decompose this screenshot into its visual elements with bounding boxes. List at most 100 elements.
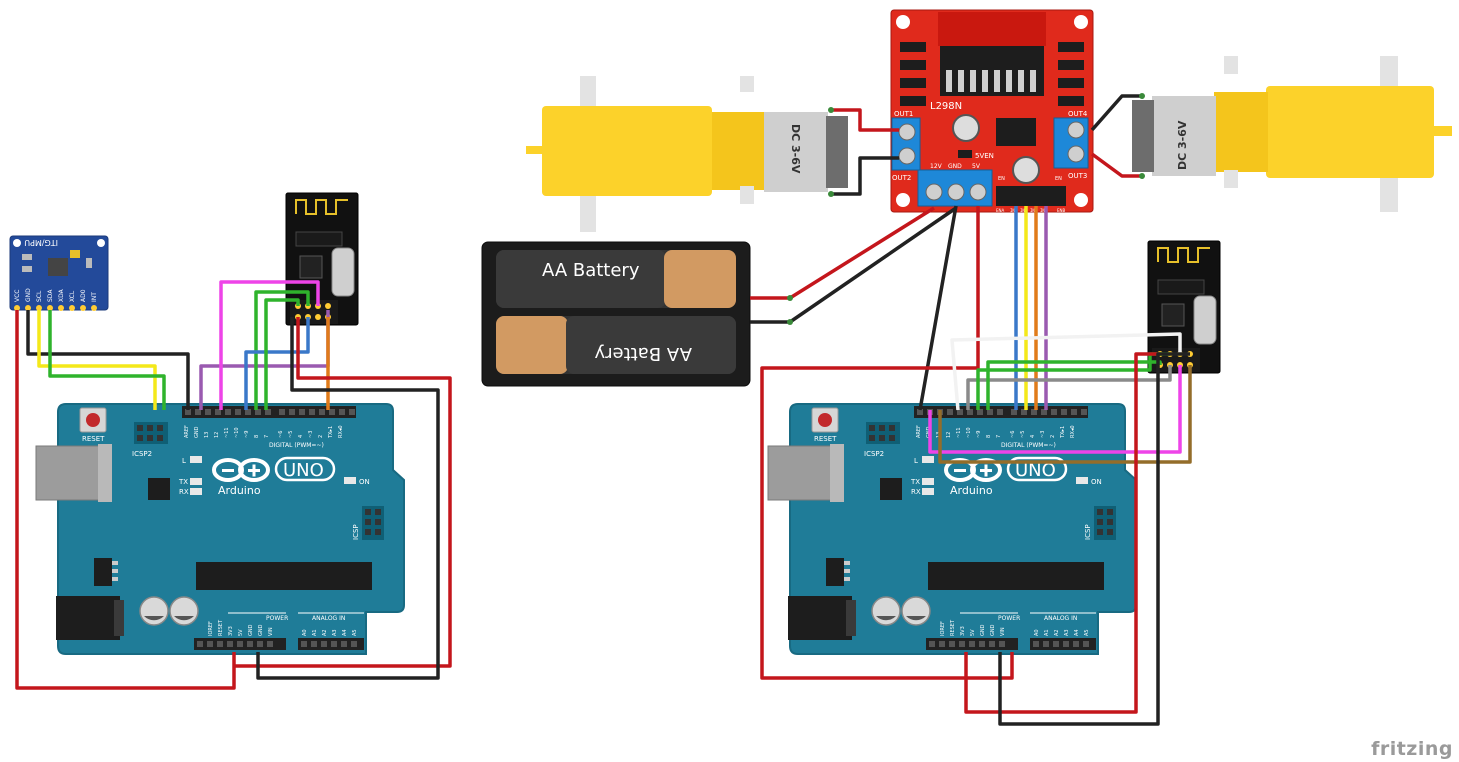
- out4-label: OUT4: [1068, 110, 1088, 118]
- digital-pin-label: ~3: [1040, 431, 1046, 438]
- on-label: ON: [1091, 478, 1102, 486]
- power-pin-label: GND: [990, 624, 996, 636]
- mpu-pin-xcl: XCL: [69, 290, 76, 302]
- led-l-label: L: [914, 457, 918, 465]
- power-pin-label: GND: [248, 624, 254, 636]
- power-pin-label: IOREF: [940, 621, 946, 636]
- wire-black: [750, 206, 957, 324]
- digital-label: DIGITAL (PWM=~): [1001, 442, 1056, 449]
- terminal-5v: 5V: [972, 163, 981, 170]
- digital-pin-label: ~6: [278, 431, 284, 438]
- wires: [15, 94, 1192, 726]
- digital-pin-label: ~10: [966, 427, 972, 438]
- digital-pin-label: 2: [318, 435, 324, 438]
- arduino-uno-right: RESET ICSP2 DIGITAL (PWM=~) L TX RX UNO …: [767, 403, 1137, 655]
- mpu-pin-scl: SCL: [36, 290, 43, 302]
- motor-label: DC 3-6V: [1176, 120, 1189, 170]
- wire-black: [831, 156, 899, 196]
- wire-brown: [938, 365, 1192, 464]
- digital-pin-label: ~9: [976, 431, 982, 438]
- analog-pin-label: A1: [312, 629, 318, 636]
- wire-red: [831, 108, 899, 132]
- out2-label: OUT2: [892, 174, 911, 182]
- digital-pin-label: ~10: [234, 427, 240, 438]
- analog-pin-label: A5: [1084, 629, 1090, 636]
- icsp2-label: ICSP2: [132, 450, 152, 458]
- arduino-logo: UNO Arduino: [212, 456, 336, 497]
- in1-label: IN1: [1010, 208, 1018, 213]
- analog-pin-label: A2: [1054, 629, 1060, 636]
- in2-label: IN2: [1020, 208, 1028, 213]
- digital-header-right: [276, 406, 356, 418]
- on-label: ON: [359, 478, 370, 486]
- digital-pin-label: ~11: [224, 427, 230, 438]
- aa-battery-pack: AA Battery AA Battery: [481, 241, 751, 387]
- wire-red: [1090, 152, 1142, 178]
- digital-pin-label: AREF: [184, 425, 190, 438]
- wire-black: [918, 205, 958, 411]
- power-pin-label: RESET: [218, 619, 224, 636]
- wire-black: [1090, 94, 1142, 132]
- battery-cell-top-label: AA Battery: [542, 260, 640, 281]
- power-label: POWER: [998, 615, 1020, 622]
- analog-pin-label: A5: [352, 629, 358, 636]
- enb-label: ENB: [1057, 208, 1066, 213]
- digital-pin-label: 2: [1050, 435, 1056, 438]
- mcu-chip: [928, 562, 1104, 590]
- power-pin-label: 5V: [238, 629, 244, 636]
- out1-label: OUT1: [894, 110, 913, 118]
- mpu-pin-int: INT: [91, 292, 98, 302]
- analog-in-label: ANALOG IN: [1044, 615, 1077, 622]
- driver-title: L298N: [930, 101, 962, 112]
- dc-motor-left: DC 3-6V: [526, 76, 848, 232]
- power-jack: [56, 596, 120, 640]
- wire-green: [986, 360, 1162, 410]
- wire-yellow: [37, 310, 157, 410]
- digital-pin-label: ~11: [956, 427, 962, 438]
- power-pin-label: 3V3: [960, 626, 966, 636]
- arduino-logo: UNO Arduino: [944, 456, 1068, 497]
- wire-blue: [244, 317, 310, 410]
- digital-pin-label: TX▸1: [328, 426, 334, 439]
- reset-label: RESET: [814, 435, 837, 443]
- out3-label: OUT3: [1068, 172, 1087, 180]
- wire-black: [26, 310, 190, 410]
- wire-joint: [828, 191, 834, 197]
- reset-label: RESET: [82, 435, 105, 443]
- analog-pin-label: A3: [332, 629, 338, 636]
- mpu-title: ITG/MPU: [24, 238, 58, 247]
- icsp2-label: ICSP2: [864, 450, 884, 458]
- l298n-motor-driver: L298N 5VEN OUT1 OUT2 OUT4 OUT3 12V GND 5…: [890, 9, 1094, 213]
- power-pin-label: IOREF: [208, 621, 214, 636]
- analog-in-label: ANALOG IN: [312, 615, 345, 622]
- dc-motor-right: DC 3-6V: [1132, 56, 1452, 212]
- battery-cell-bottom-label: AA Battery: [594, 343, 692, 364]
- mpu-pin-ad0: AD0: [80, 289, 87, 302]
- digital-label: DIGITAL (PWM=~): [269, 442, 324, 449]
- digital-pin-label: 4: [298, 435, 304, 438]
- arduino-text: Arduino: [218, 484, 261, 497]
- en-label-b: EN: [1055, 176, 1062, 182]
- fivev-en-label: 5VEN: [975, 152, 994, 160]
- arduino-text: Arduino: [950, 484, 993, 497]
- digital-pin-label: 8: [254, 435, 260, 438]
- digital-pin-label: ~5: [288, 431, 294, 438]
- wire-joint: [787, 319, 793, 325]
- digital-pin-label: 8: [986, 435, 992, 438]
- en-label-a: EN: [998, 176, 1005, 182]
- led-l-label: L: [182, 457, 186, 465]
- mpu-pin-xda: XDA: [58, 288, 65, 302]
- digital-pin-label: 12: [946, 432, 952, 438]
- arduino-board: [57, 403, 405, 655]
- power-pin-label: VIN: [268, 627, 274, 636]
- digital-pin-label: 13: [204, 432, 210, 438]
- terminal-gnd: GND: [948, 163, 962, 170]
- usb-connector: [35, 445, 111, 501]
- power-pin-label: 3V3: [228, 626, 234, 636]
- ena-label: ENA: [996, 208, 1005, 213]
- led-tx-label: TX: [910, 478, 920, 486]
- in4-label: IN4: [1040, 208, 1048, 213]
- wire-white: [950, 332, 1182, 411]
- digital-pin-label: 12: [214, 432, 220, 438]
